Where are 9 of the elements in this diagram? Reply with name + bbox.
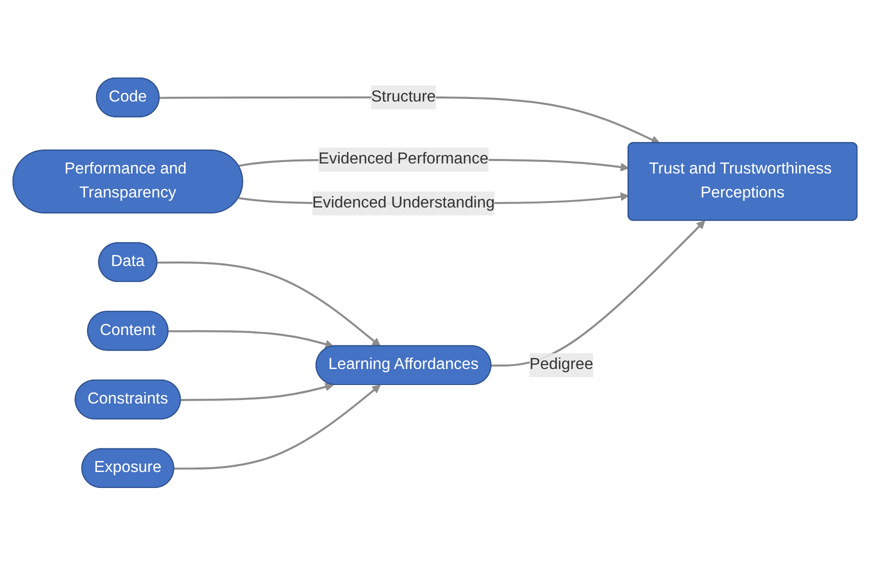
arrow bbox=[157, 262, 381, 347]
arrow bbox=[491, 220, 706, 367]
arrow bbox=[180, 382, 334, 402]
edge-label: Pedigree bbox=[530, 356, 594, 374]
edge-label: Evidenced Performance bbox=[318, 150, 488, 168]
arrow bbox=[168, 330, 334, 349]
edge-label: Evidenced Understanding bbox=[312, 194, 495, 212]
arrow bbox=[174, 384, 381, 470]
edge-label: Structure bbox=[371, 88, 436, 106]
